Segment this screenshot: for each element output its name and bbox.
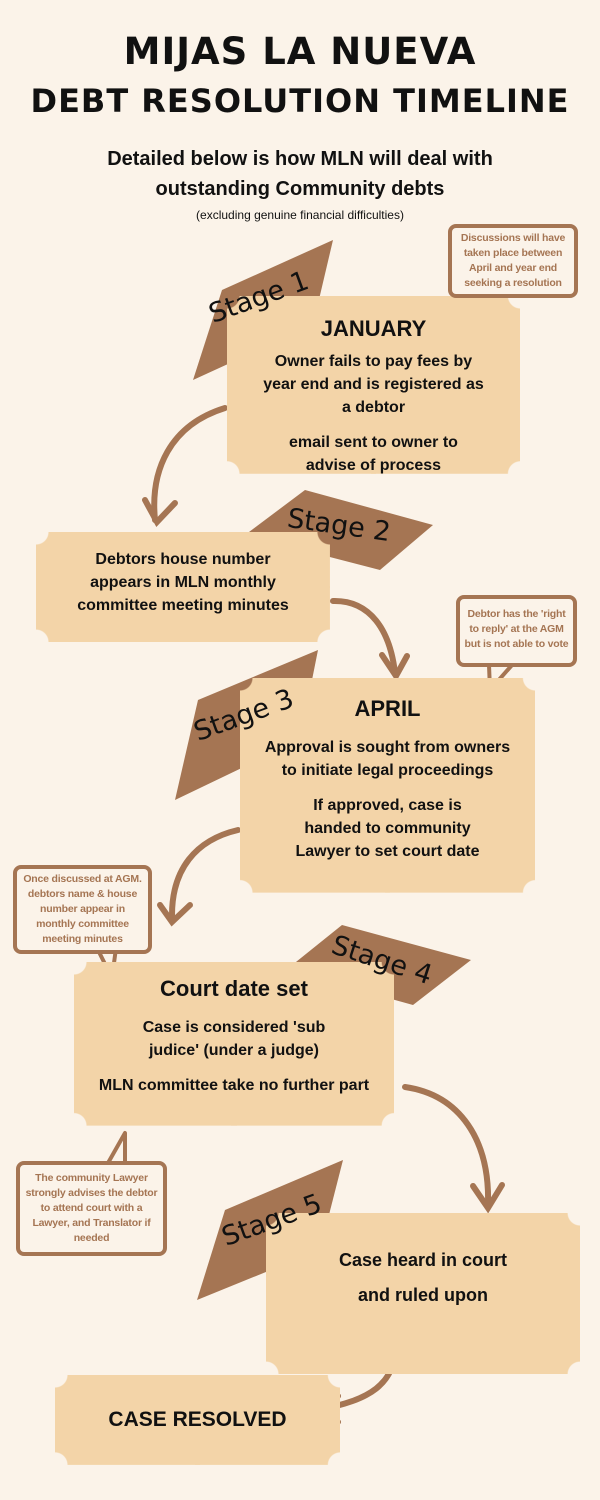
note-tail [106, 1131, 127, 1164]
arrow-head [157, 902, 193, 927]
stage-2-box: Debtors house number appears in MLN mont… [36, 532, 330, 642]
stage-5-box: Case heard in court and ruled upon [266, 1213, 580, 1374]
title-line-1: MIJAS LA NUEVA [123, 30, 477, 73]
arrow-head [470, 1182, 505, 1214]
stage-1-text: email sent to owner to advise of process [289, 434, 458, 474]
stage-4-text: Case is considered 'sub judice' (under a… [142, 1019, 326, 1059]
subtitle-line-1: Detailed below is how MLN will deal with [107, 148, 493, 170]
stage-5-text: Case heard in court [338, 1250, 508, 1270]
note-right-to-reply: Debtor has the 'right to reply' at the A… [456, 595, 577, 667]
arrow-stage4-to-5 [402, 1084, 492, 1208]
stage-3-text: Approval is sought from owners to initia… [264, 739, 511, 779]
note-tail [487, 663, 514, 692]
note-discussions: Discussions will have taken place betwee… [448, 224, 578, 298]
title-line-2: DEBT RESOLUTION TIMELINE [30, 82, 570, 120]
arrow-stage1-to-2 [151, 405, 228, 523]
stage-1-text: Owner fails to pay fees by year end and … [263, 353, 484, 416]
stage-3-heading: APRIL [354, 696, 421, 721]
arrow-stage3-to-4 [169, 827, 241, 918]
stage-1-heading: JANUARY [320, 316, 427, 341]
stage-3-text: If approved, case is handed to community… [295, 797, 480, 860]
stage-4-box: Court date set Case is considered 'sub j… [74, 962, 394, 1126]
subtitle-line-2: outstanding Community debts [155, 178, 445, 200]
stage-2-text: Debtors house number appears in MLN mont… [77, 551, 289, 614]
note-lawyer-advice: The community Lawyer strongly advises th… [16, 1161, 167, 1256]
arrow-stage2-to-3 [330, 597, 398, 676]
stage-4-tag [286, 925, 471, 1005]
note-agm-minutes: Once discussed at AGM. debtors name & ho… [13, 865, 152, 954]
stage-4-heading: Court date set [160, 976, 308, 1001]
arrow-head [379, 652, 410, 682]
stage-1-box: JANUARY Owner fails to pay fees by year … [227, 296, 520, 474]
stage-3-box: APRIL Approval is sought from owners to … [240, 678, 535, 893]
stage-4-text: MLN committee take no further part [98, 1077, 370, 1094]
stage-2-tag [245, 490, 433, 570]
stage-5-text: and ruled upon [358, 1285, 488, 1305]
case-resolved-box: CASE RESOLVED [55, 1375, 340, 1465]
subtitle-note: (excluding genuine financial difficultie… [196, 208, 404, 222]
arrow-head [142, 497, 178, 528]
stage-5-tag [197, 1160, 343, 1300]
